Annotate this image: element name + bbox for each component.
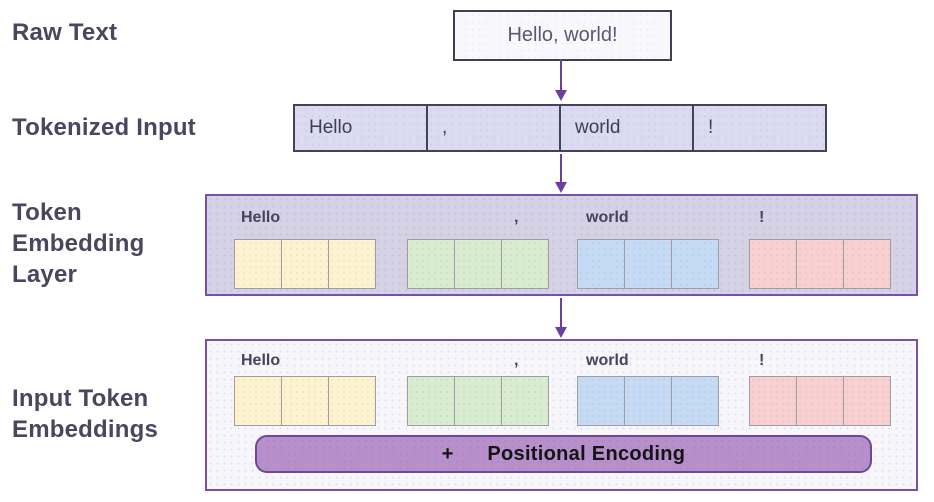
embedding-cell <box>407 376 455 426</box>
token-row: Hello , world ! <box>293 104 827 152</box>
embedding-cell <box>282 239 329 289</box>
embedding-cell <box>234 376 282 426</box>
embedding-cell <box>797 376 844 426</box>
input-embeddings-box: Hello , world ! + Positional Encoding <box>205 339 918 491</box>
down-arrow-icon <box>560 154 562 191</box>
embedding-cell <box>234 239 282 289</box>
embedding-cell <box>455 376 502 426</box>
token-embedding-layer-label: Token Embedding Layer <box>12 199 145 288</box>
group-token-label: world <box>586 209 629 226</box>
embedding-group <box>577 376 719 426</box>
down-arrow-icon <box>560 59 562 99</box>
embedding-cell <box>282 376 329 426</box>
embedding-cell <box>329 376 376 426</box>
token-cell: ! <box>708 117 714 138</box>
embedding-cell <box>502 239 549 289</box>
group-token-label: Hello <box>241 352 281 369</box>
embedding-cell <box>844 239 891 289</box>
raw-text-box: Hello, world! <box>453 10 672 61</box>
group-token-label: world <box>586 352 629 369</box>
token-cell: , <box>428 106 561 150</box>
group-token-label: ! <box>759 352 765 369</box>
embedding-cell <box>577 376 625 426</box>
embedding-cell <box>625 239 672 289</box>
embedding-cell <box>749 376 797 426</box>
embedding-cell <box>797 239 844 289</box>
embedding-group <box>749 239 891 289</box>
group-token-label: ! <box>759 209 765 226</box>
embedding-cell <box>625 376 672 426</box>
embedding-cell <box>672 239 719 289</box>
embedding-group <box>577 239 719 289</box>
raw-text-label: Raw Text <box>12 19 118 46</box>
embedding-cell <box>407 239 455 289</box>
embedding-group <box>407 376 549 426</box>
plus-operator: + <box>441 442 454 465</box>
embedding-cell <box>749 239 797 289</box>
embedding-cell <box>502 376 549 426</box>
down-arrow-icon <box>560 298 562 336</box>
raw-text-value: Hello, world! <box>507 24 618 46</box>
token-cell: Hello <box>295 106 428 150</box>
embedding-group <box>234 239 376 289</box>
embedding-cell <box>577 239 625 289</box>
input-token-embeddings-label: Input Token Embeddings <box>12 385 159 443</box>
embedding-cell <box>329 239 376 289</box>
embedding-group <box>234 376 376 426</box>
group-token-label: , <box>514 209 519 226</box>
embedding-cell <box>844 376 891 426</box>
group-token-label: , <box>514 352 519 369</box>
embedding-group <box>749 376 891 426</box>
embedding-cell <box>672 376 719 426</box>
token-cell: world <box>561 106 694 150</box>
tokenized-input-label: Tokenized Input <box>12 114 196 141</box>
embedding-group <box>407 239 549 289</box>
positional-encoding-label: Positional Encoding <box>487 442 686 465</box>
group-token-label: Hello <box>241 209 281 226</box>
embedding-cell <box>455 239 502 289</box>
positional-encoding-bar: + Positional Encoding <box>255 435 872 473</box>
embedding-layer-box: Hello , world ! <box>205 194 918 296</box>
